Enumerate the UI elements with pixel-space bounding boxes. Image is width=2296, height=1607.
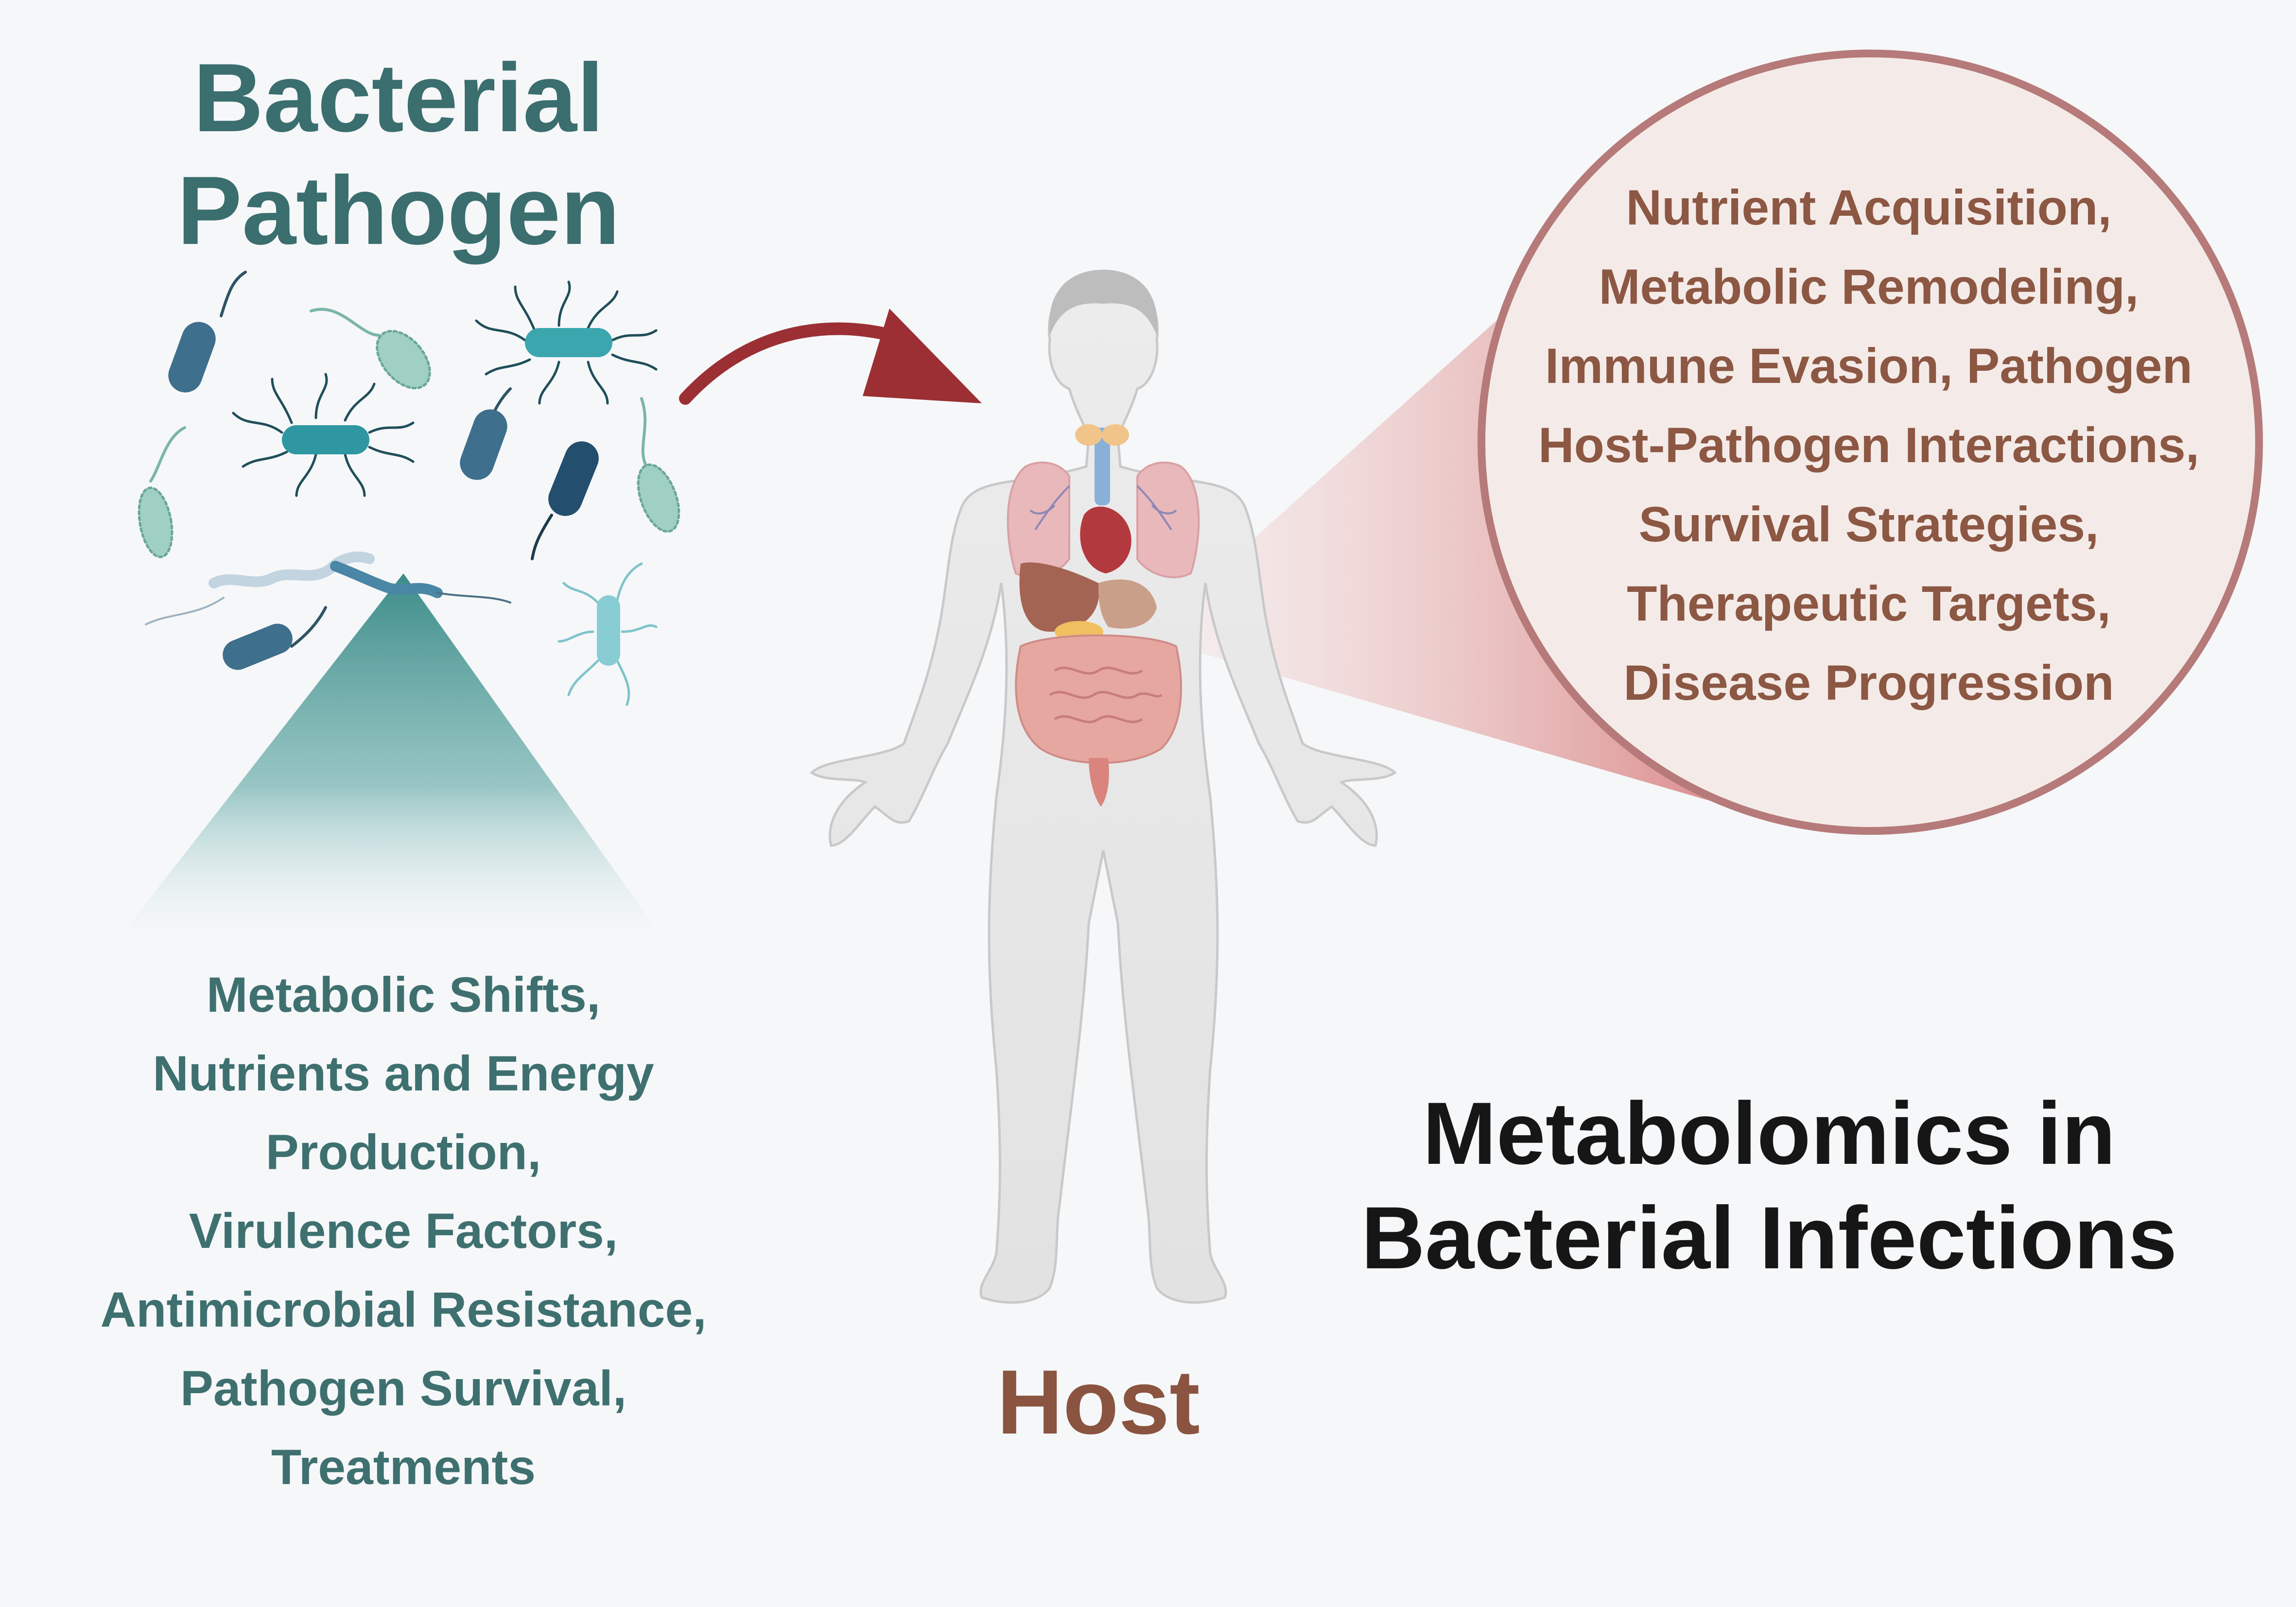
list-item: Virulence Factors, [189, 1203, 618, 1259]
list-item: Production, [265, 1124, 541, 1180]
list-item: Nutrients and Energy [153, 1046, 654, 1101]
list-item: Pathogen Survival, [180, 1361, 627, 1416]
list-item: Nutrient Acquisition, [1626, 180, 2112, 235]
pathogen-title: Bacterial Pathogen [156, 42, 642, 267]
list-item: Metabolic Remodeling, [1599, 259, 2139, 314]
list-item: Treatments [271, 1439, 536, 1495]
human-body-icon [810, 270, 1397, 1304]
host-feature-list: Nutrient Acquisition, Metabolic Remodeli… [1516, 168, 2221, 723]
list-item: Disease Progression [1623, 655, 2114, 710]
pathogen-spotlight [102, 573, 678, 960]
list-item: Survival Strategies, [1638, 497, 2099, 552]
bacteria-cluster-icon [138, 271, 680, 706]
list-item: Metabolic Shifts, [206, 967, 601, 1022]
pathogen-title-line: Pathogen [177, 156, 620, 265]
infection-arrow [679, 309, 982, 405]
host-label: Host [997, 1351, 1200, 1453]
list-item: Antimicrobial Resistance, [100, 1282, 707, 1337]
list-item: Host-Pathogen Interactions, [1538, 417, 2200, 473]
list-item: Therapeutic Targets, [1627, 576, 2111, 631]
page-title: Metabolomics in Bacterial Infections [1283, 1081, 2255, 1290]
list-item: Immune Evasion, Pathogen [1545, 338, 2192, 394]
page-title-line: Bacterial Infections [1361, 1188, 2177, 1287]
pathogen-feature-list: Metabolic Shifts, Nutrients and Energy P… [58, 955, 748, 1506]
host-magnifier-circle [1478, 50, 2263, 835]
page-title-line: Metabolomics in [1423, 1084, 2116, 1183]
pathogen-title-line: Bacterial [193, 44, 604, 152]
